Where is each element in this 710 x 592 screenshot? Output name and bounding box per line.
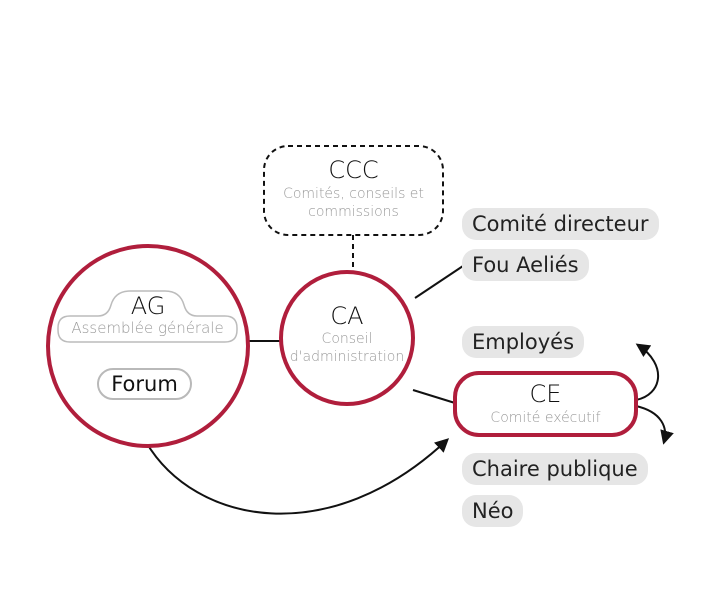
ag-subtitle: Assemblée générale xyxy=(71,319,224,337)
ca-title: CA xyxy=(330,302,364,330)
ccc-subtitle-line2: commissions xyxy=(308,204,399,220)
arrow-ce-to-chaire xyxy=(635,405,674,445)
ce-subtitle: Comité exécutif xyxy=(490,410,601,426)
arrow-ce-to-employes xyxy=(635,343,659,401)
tag-chaire-publique: Chaire publique xyxy=(462,453,648,485)
tag-employes: Employés xyxy=(462,326,585,358)
ce-node xyxy=(453,371,638,437)
ag-label-outline xyxy=(57,290,238,343)
ce-title: CE xyxy=(529,380,562,408)
tag-comite-directeur: Comité directeur xyxy=(462,208,659,240)
ccc-title: CCC xyxy=(328,156,379,184)
ccc-node xyxy=(263,145,444,236)
ca-node xyxy=(279,270,415,406)
ag-title: AG xyxy=(130,292,166,320)
tag-neo: Néo xyxy=(462,495,524,527)
connector-ca-ce xyxy=(412,389,456,404)
ag-node xyxy=(46,244,250,448)
ccc-subtitle-line1: Comités, conseils et xyxy=(283,186,424,202)
tag-fou-aelies: Fou Aeliés xyxy=(462,249,589,281)
connector-ca-tags xyxy=(414,265,464,299)
ca-subtitle-line1: Conseil xyxy=(321,331,373,347)
forum-pill: Forum xyxy=(97,368,192,400)
arrow-ag-to-ce xyxy=(145,438,450,515)
ca-subtitle-line2: d'administration xyxy=(289,349,405,365)
